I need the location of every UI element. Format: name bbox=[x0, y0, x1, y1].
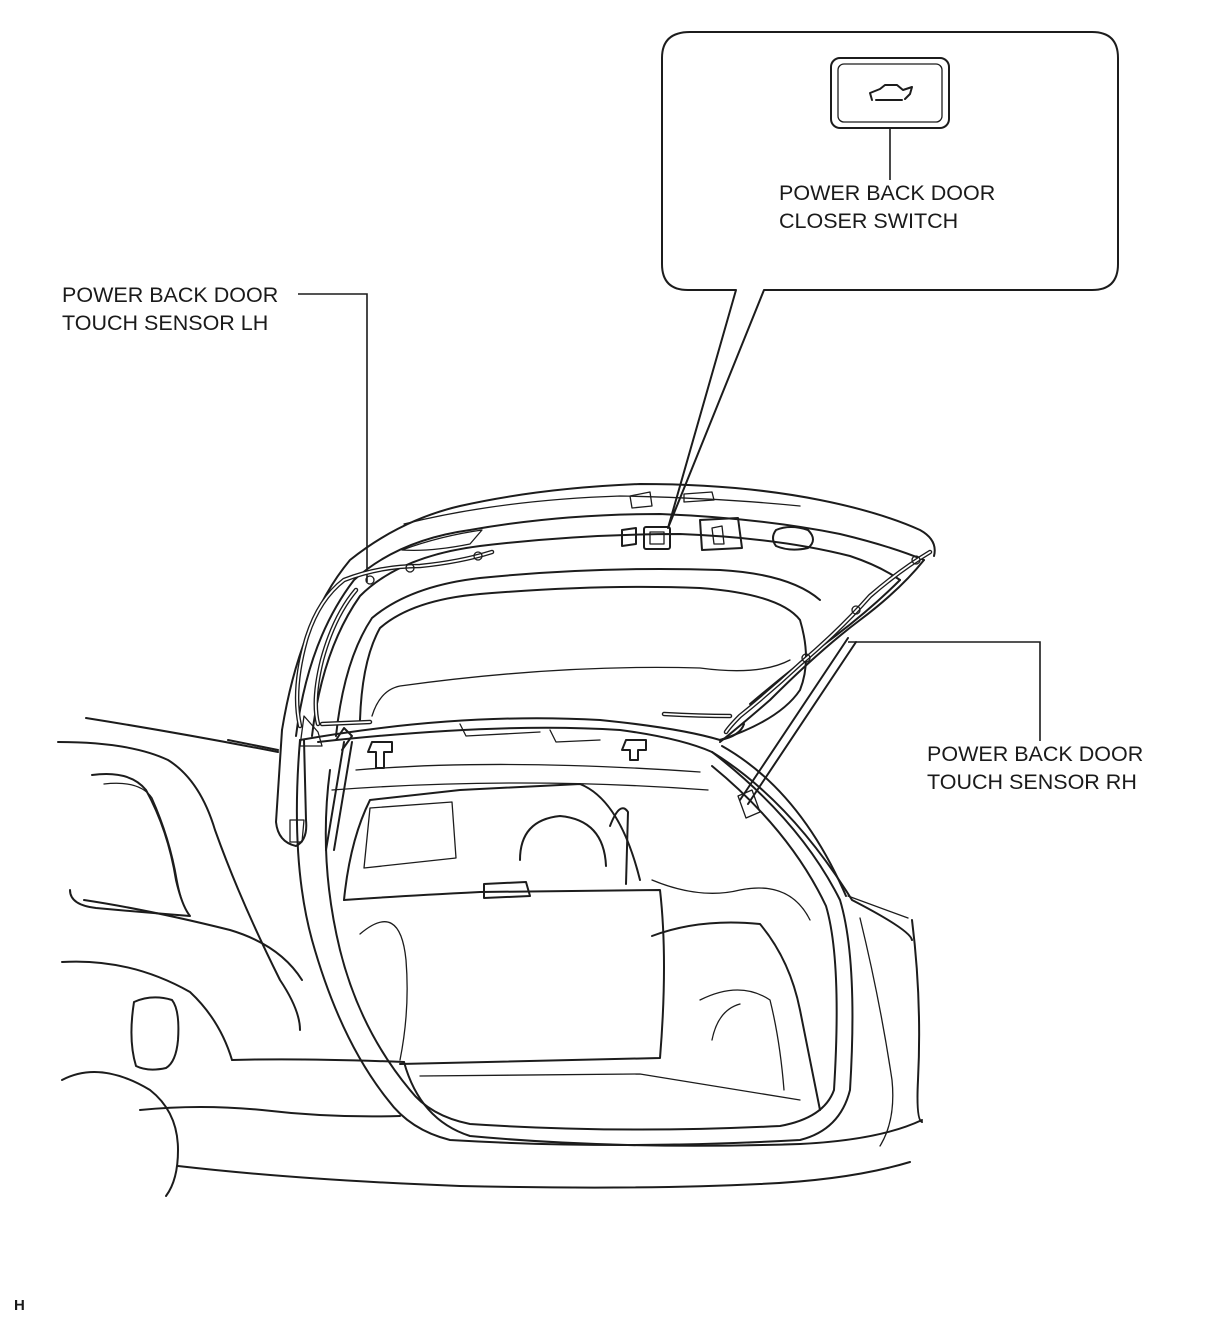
closer-switch-location bbox=[643, 526, 671, 550]
back-door bbox=[275, 483, 936, 851]
figure-code: H bbox=[14, 1297, 25, 1314]
touch-sensor-rh-label-line-2: TOUCH SENSOR RH bbox=[927, 770, 1137, 794]
cargo-opening bbox=[295, 739, 854, 1146]
touch-sensor-rh-label-line-1: POWER BACK DOOR bbox=[927, 742, 1144, 766]
switch-callout-balloon bbox=[661, 31, 1119, 529]
touch-sensor-lh bbox=[294, 549, 495, 747]
lh-leader-line bbox=[298, 293, 368, 582]
closer-switch-label-line-2: CLOSER SWITCH bbox=[779, 209, 959, 233]
touch-sensor-rh-label: POWER BACK DOOR TOUCH SENSOR RH bbox=[927, 740, 1143, 796]
rh-leader-line bbox=[848, 641, 1041, 741]
closer-switch-label-line-1: POWER BACK DOOR bbox=[779, 181, 996, 205]
touch-sensor-rh bbox=[661, 549, 933, 735]
car-back-door-icon bbox=[869, 84, 913, 101]
touch-sensor-lh-label-line-1: POWER BACK DOOR bbox=[62, 283, 279, 307]
closer-switch-enlarged bbox=[830, 57, 950, 129]
touch-sensor-lh-label-line-2: TOUCH SENSOR LH bbox=[62, 311, 269, 335]
touch-sensor-lh-label: POWER BACK DOOR TOUCH SENSOR LH bbox=[62, 281, 278, 337]
closer-switch-label: POWER BACK DOOR CLOSER SWITCH bbox=[779, 179, 995, 235]
